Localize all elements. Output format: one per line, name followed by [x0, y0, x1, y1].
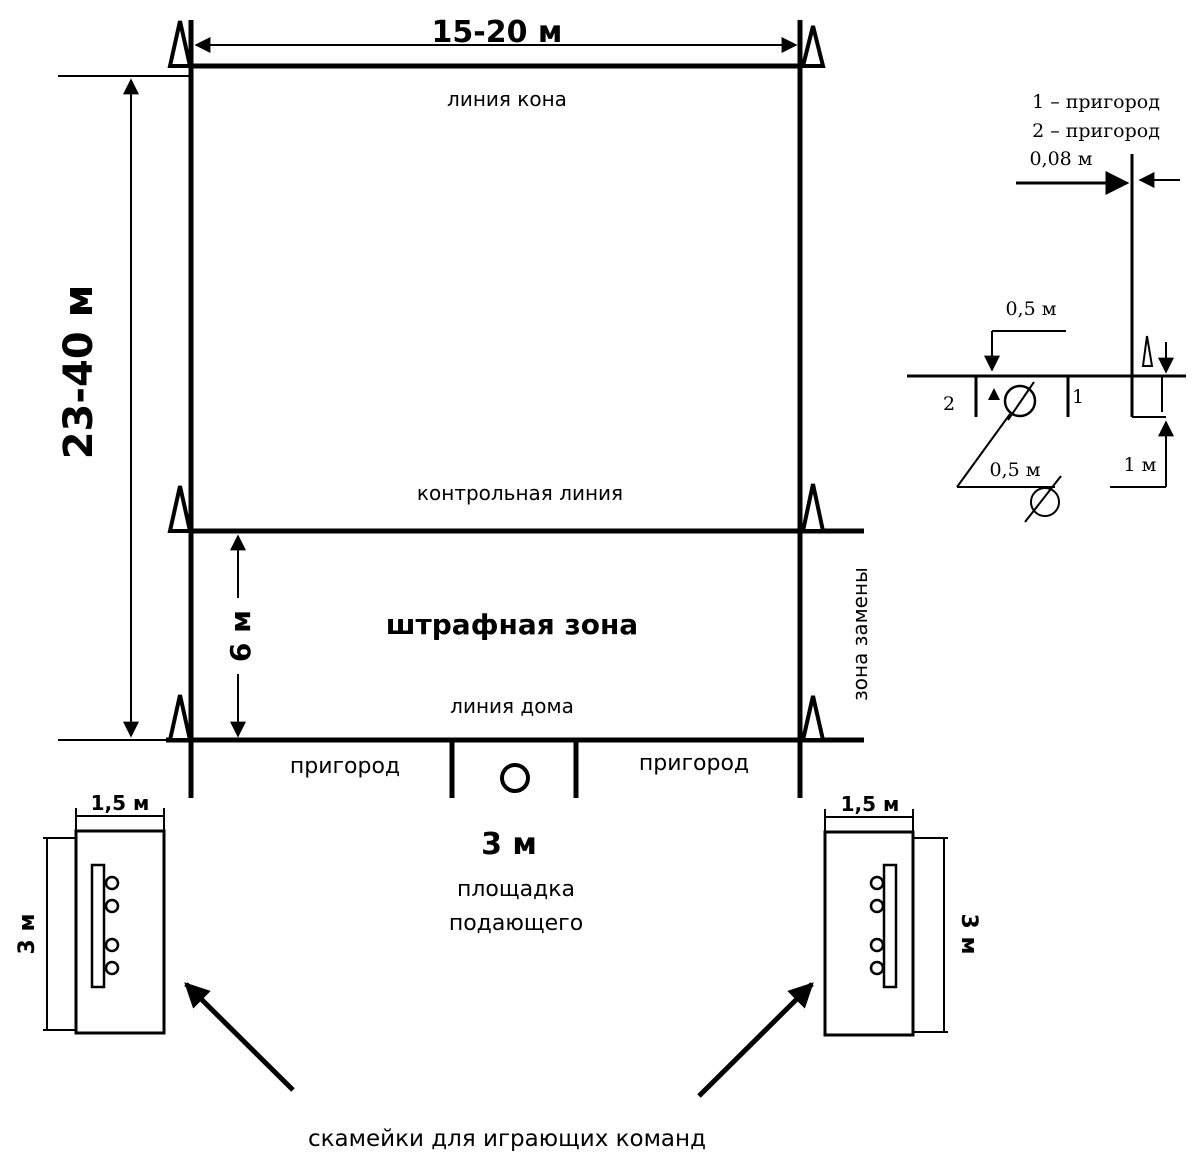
- player-seat-icon: [869, 875, 885, 891]
- player-seat-icon: [104, 937, 120, 953]
- detail-marker-1: 1: [1072, 386, 1084, 408]
- detail-legend-2: 2 – пригород: [1032, 120, 1160, 142]
- control-line-label: контрольная линия: [417, 481, 623, 505]
- field-outline: [58, 20, 864, 798]
- kon-line-label: линия кона: [447, 87, 567, 111]
- detail-depth-label: 1 м: [1124, 454, 1157, 476]
- flag-icon: [800, 483, 826, 533]
- player-seat-icon: [869, 898, 885, 914]
- benches-caption: скамейки для играющих команд: [308, 1126, 706, 1152]
- player-seat-icon: [104, 875, 120, 891]
- detail-inset: 1 – пригород 2 – пригород 0,08 м 0,5 м 0…: [907, 91, 1186, 523]
- flag-icon: [800, 695, 826, 742]
- bench-right: [823, 809, 948, 1037]
- suburb-right-label: пригород: [639, 751, 749, 776]
- flag-icon: [167, 485, 193, 533]
- detail-post-gap-label: 0,08 м: [1029, 148, 1092, 170]
- bench-left-pointer-arrow: [184, 982, 295, 1092]
- player-seat-icon: [869, 937, 885, 953]
- bench-left-width-label: 1,5 м: [91, 791, 150, 815]
- server-area-width-label: 3 м: [481, 827, 537, 862]
- penalty-depth-label: 6 м: [224, 610, 257, 662]
- bench-icon: [882, 863, 898, 989]
- detail-marker-2: 2: [943, 393, 955, 415]
- detail-zone-half-label: 0,5 м: [1005, 298, 1056, 320]
- flag-icon: [800, 25, 826, 68]
- bench-left: [43, 808, 166, 1035]
- detail-marker-icon: [988, 388, 1000, 400]
- flag-icon: [167, 694, 193, 742]
- player-seat-icon: [104, 898, 120, 914]
- detail-circle-diam-label: 0,5 м: [989, 459, 1040, 481]
- bench-right-pointer-arrow: [697, 982, 814, 1098]
- detail-legend-1: 1 – пригород: [1032, 91, 1160, 113]
- bench-left-height-label: 3 м: [15, 914, 40, 955]
- field-length-label: 23-40 м: [56, 285, 102, 460]
- server-area-label-line2: подающего: [449, 911, 583, 936]
- substitution-zone-label: зона замены: [848, 567, 872, 701]
- bench-right-width-label: 1,5 м: [841, 792, 900, 816]
- player-seat-icon: [104, 960, 120, 976]
- player-seat-icon: [869, 960, 885, 976]
- suburb-left-label: пригород: [290, 754, 400, 779]
- bench-icon: [90, 863, 106, 989]
- flag-icon: [167, 20, 193, 68]
- field-width-label: 15-20 м: [432, 15, 563, 50]
- corner-flag-icons: [167, 20, 826, 742]
- bench-right-height-label: 3 м: [956, 914, 981, 955]
- home-line-label: линия дома: [450, 694, 574, 718]
- detail-flag-icon: [1141, 335, 1154, 367]
- penalty-zone-label: штрафная зона: [386, 608, 638, 641]
- server-area-label-line1: площадка: [457, 877, 575, 902]
- server-circle-icon: [500, 763, 530, 793]
